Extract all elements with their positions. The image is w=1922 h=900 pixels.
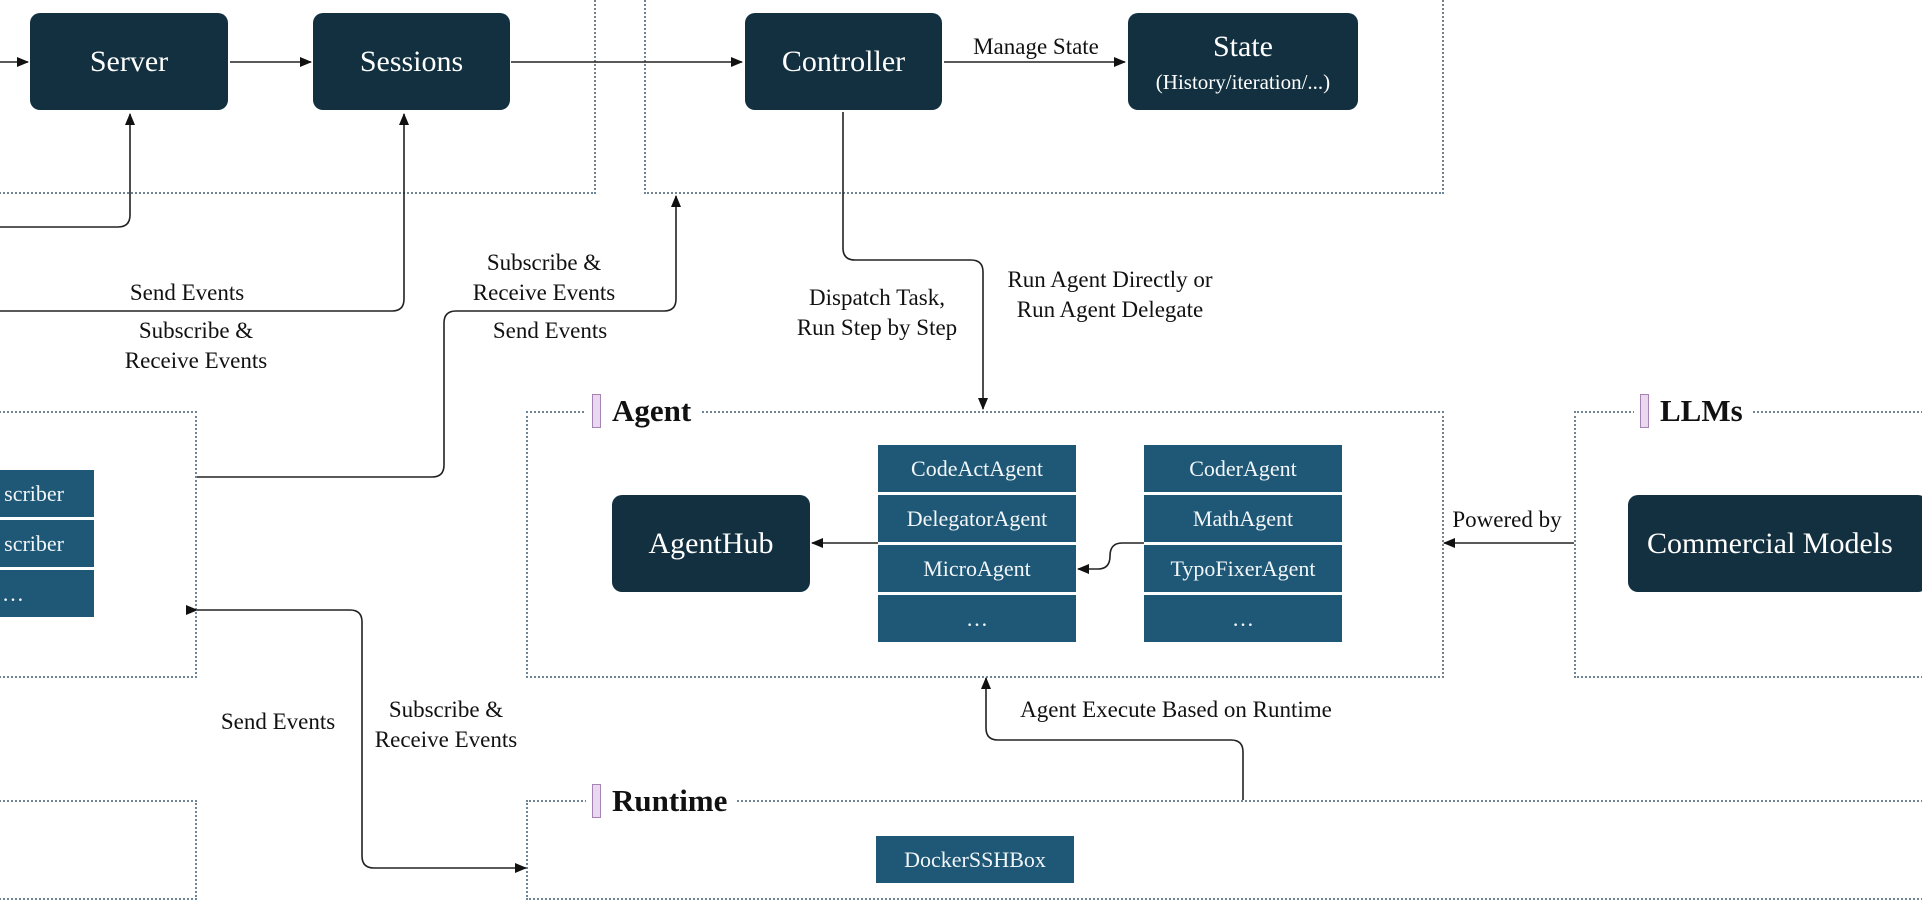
state-node: State (History/iteration/...) [1128,13,1358,110]
agent-list-right-item: TypoFixerAgent [1144,545,1342,592]
subscribe-line: Subscribe & [486,250,602,275]
server-label: Server [89,44,169,78]
agent-list-left-item: … [878,595,1076,642]
server-node: Server [30,13,228,110]
runtime-group-label: Runtime [612,783,728,818]
subscribe-line: Subscribe & [138,318,254,343]
run-agent-label: Run Agent Directly or Run Agent Delegate [985,265,1235,325]
subscriber-item: scriber [0,470,94,517]
agent-group-title: Agent [586,392,702,430]
connectors [0,57,1574,873]
run-agent-line-2: Run Agent Delegate [1016,297,1204,322]
agenthub-label: AgentHub [648,526,774,560]
agent-list-left-item: MicroAgent [878,545,1076,592]
agent-group-label: Agent [612,393,692,428]
agent-execute-label: Agent Execute Based on Runtime [1020,697,1332,722]
runtime-group-marker-icon [592,784,601,818]
state-subtitle: (History/iteration/...) [1155,70,1331,95]
runtime-list-item: DockerSSHBox [876,836,1074,883]
agenthub-node: AgentHub [612,495,810,592]
send-events-label: Send Events [492,318,608,343]
subscribe-line: Subscribe & [388,697,504,722]
top-right-group [644,0,1444,194]
llms-group-label: LLMs [1660,393,1743,428]
powered-by-label: Powered by [1452,507,1562,532]
dispatch-task-label: Dispatch Task, Run Step by Step [777,283,977,343]
commercial-models-label: Commercial Models [1647,526,1893,560]
run-step-line: Run Step by Step [796,315,958,340]
state-title: State [1213,29,1273,63]
edge-event-stream-to-controller [197,195,681,478]
event-stream-group [0,411,197,678]
receive-line: Receive Events [472,280,616,305]
top-left-group [0,0,596,194]
agent-group-marker-icon [592,394,601,428]
sessions-node: Sessions [313,13,510,110]
sessions-label: Sessions [359,44,464,78]
run-agent-line-1: Run Agent Directly or [1007,267,1213,292]
agent-list-left-item: DelegatorAgent [878,495,1076,542]
dispatch-line: Dispatch Task, [809,285,945,310]
subscribe-receive-label: Subscribe & Receive Events [101,316,291,376]
llms-group-title: LLMs [1634,392,1753,430]
commercial-models-node: Commercial Models [1628,495,1922,592]
send-events-label: Send Events [129,280,245,305]
agent-list-left-item: CodeActAgent [878,445,1076,492]
subscriber-item: … [0,570,94,617]
runtime-group-title: Runtime [586,782,738,820]
edge-send-events-to-sessions [0,113,409,312]
subscribe-receive-label: Subscribe & Receive Events [449,248,639,308]
subscriber-item: scriber [0,520,94,567]
edge-left-to-server [0,113,135,228]
edge-delegate-to-microagent [1077,542,1144,574]
controller-label: Controller [781,44,906,78]
controller-node: Controller [745,13,942,110]
send-events-label: Send Events [220,709,336,734]
subscribe-receive-label: Subscribe & Receive Events [351,695,541,755]
receive-line: Receive Events [374,727,518,752]
agent-list-right-item: MathAgent [1144,495,1342,542]
receive-line: Receive Events [124,348,268,373]
edge-controller-to-agent [842,112,988,410]
agent-list-right-item: … [1144,595,1342,642]
edge-runtime-event-stream [186,605,527,873]
manage-state-label: Manage State [973,34,1099,59]
llms-group-marker-icon [1640,394,1649,428]
agent-list-right-item: CoderAgent [1144,445,1342,492]
edge-runtime-to-agent [981,677,1244,800]
